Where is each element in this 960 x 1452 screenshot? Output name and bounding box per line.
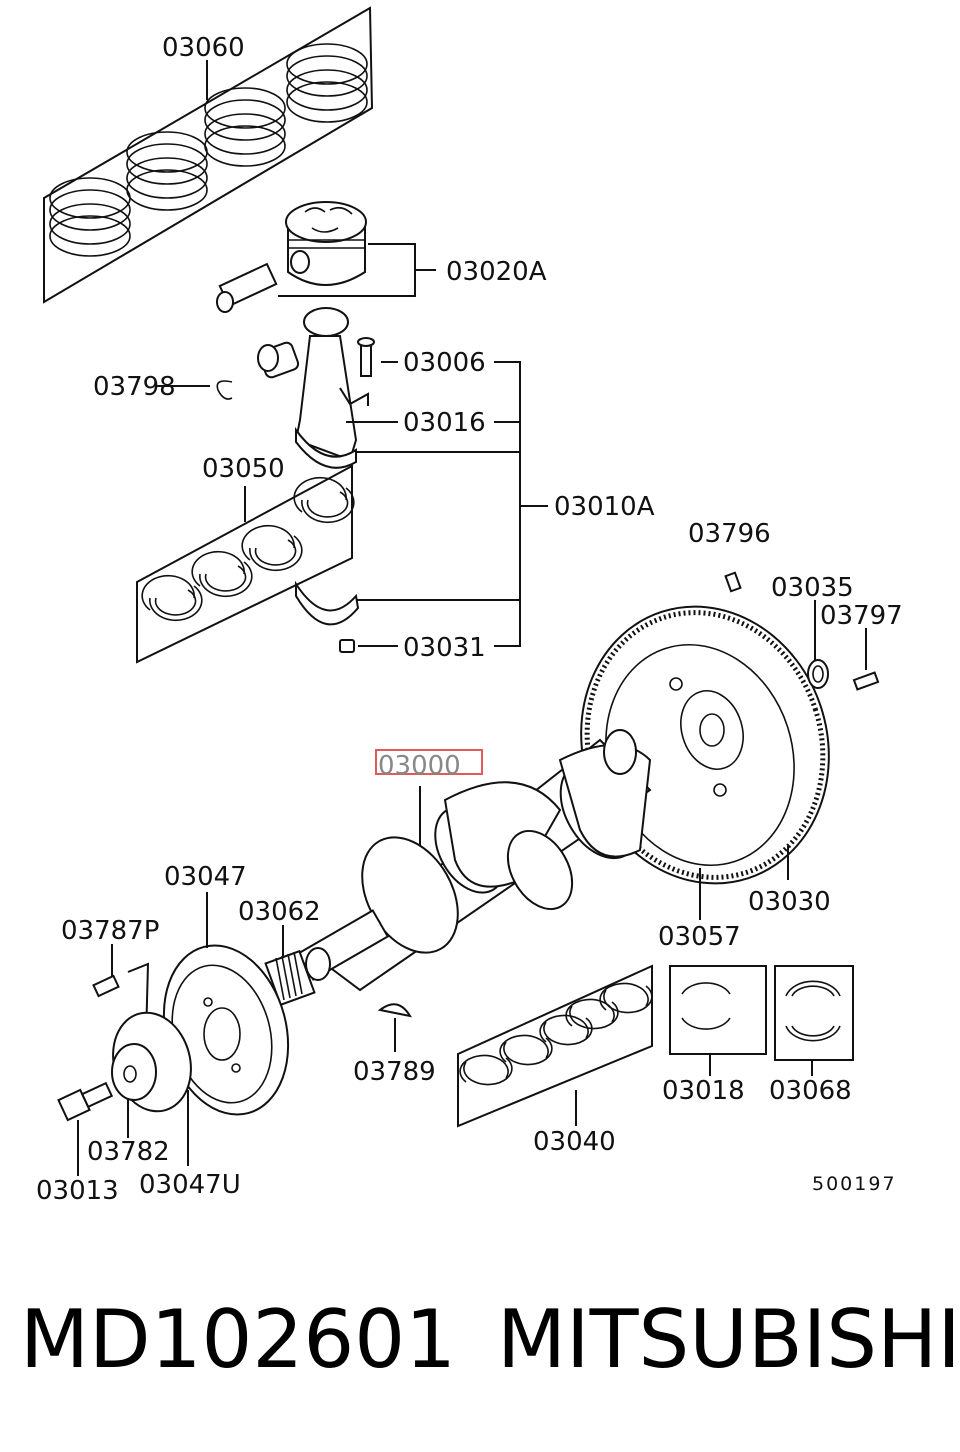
label-03050: 03050 [202, 454, 285, 484]
label-03040: 03040 [533, 1127, 616, 1157]
label-03057: 03057 [658, 922, 741, 952]
parts-diagram: 03060 03020A 03006 03798 03016 03050 030… [36, 6, 903, 1206]
rod-bearing-set [136, 464, 355, 664]
thrust-bearing-03018 [669, 965, 767, 1076]
piston-assembly [216, 201, 436, 313]
label-03047: 03047 [164, 862, 247, 892]
label-03035: 03035 [771, 573, 854, 603]
thrust-bearing-03068 [774, 965, 854, 1076]
diagram-code: 500197 [812, 1173, 897, 1195]
label-03797: 03797 [820, 601, 903, 631]
footer: MD102601 MITSUBISHI [0, 1285, 960, 1395]
piston-ring-set [43, 6, 374, 304]
label-03798: 03798 [93, 372, 176, 402]
label-03031: 03031 [403, 633, 486, 663]
label-03030: 03030 [748, 887, 831, 917]
crankshaft [296, 729, 652, 992]
label-03020A: 03020A [446, 257, 547, 287]
label-03062: 03062 [238, 897, 321, 927]
crank-pulley [92, 892, 413, 1116]
label-03789: 03789 [353, 1057, 436, 1087]
label-03060: 03060 [162, 33, 245, 63]
highlight-box [375, 749, 483, 775]
main-bearing-set [457, 964, 653, 1128]
connecting-rod [157, 307, 398, 469]
label-03016: 03016 [403, 408, 486, 438]
brand-name: MITSUBISHI [497, 1293, 960, 1386]
rod-cap [295, 580, 398, 653]
part-number: MD102601 [20, 1293, 457, 1386]
label-03068: 03068 [769, 1076, 852, 1106]
label-03796: 03796 [688, 519, 771, 549]
label-03013: 03013 [36, 1176, 119, 1206]
damper-assembly [57, 962, 192, 1176]
label-03018: 03018 [662, 1076, 745, 1106]
bracket-03010A [356, 361, 548, 647]
label-03787P: 03787P [61, 916, 159, 946]
label-03782: 03782 [87, 1137, 170, 1167]
label-03006: 03006 [403, 348, 486, 378]
label-03000: 03000 [378, 751, 461, 781]
label-03010A: 03010A [554, 492, 655, 522]
label-03047U: 03047U [139, 1170, 241, 1200]
